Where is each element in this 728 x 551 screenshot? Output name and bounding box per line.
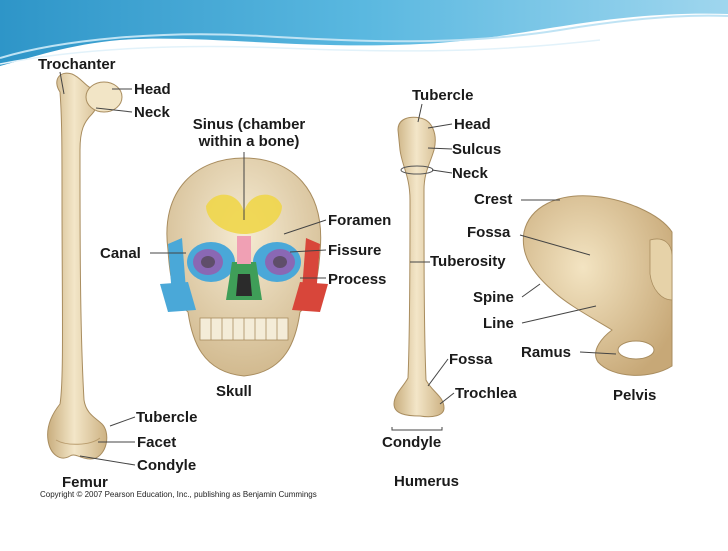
label-humerus-sulcus: Sulcus <box>452 141 502 158</box>
label-femur-condyle: Condyle <box>137 457 197 474</box>
label-skull-canal: Canal <box>100 245 141 262</box>
label-humerus-fossa: Fossa <box>449 351 493 368</box>
femur-bone <box>47 72 123 460</box>
label-humerus-tuberosity: Tuberosity <box>430 253 506 270</box>
caption-femur: Femur <box>62 474 108 491</box>
caption-pelvis: Pelvis <box>613 387 657 404</box>
label-femur-trochanter: Trochanter <box>38 56 116 73</box>
label-skull-sinus-line2: within a bone) <box>198 133 300 150</box>
label-pelvis-line: Line <box>483 315 514 332</box>
caption-skull: Skull <box>216 383 252 400</box>
label-skull-foramen: Foramen <box>328 212 392 229</box>
label-femur-facet: Facet <box>137 434 177 451</box>
label-humerus-head: Head <box>454 116 491 133</box>
label-femur-tubercle: Tubercle <box>136 409 198 426</box>
label-skull-fissure: Fissure <box>328 242 382 259</box>
leader-lines <box>59 71 617 466</box>
copyright-notice: Copyright © 2007 Pearson Education, Inc.… <box>40 490 317 499</box>
label-humerus-neck: Neck <box>452 165 488 182</box>
label-femur-head: Head <box>134 81 171 98</box>
label-pelvis-crest: Crest <box>474 191 513 208</box>
label-skull-process: Process <box>328 271 387 288</box>
caption-humerus: Humerus <box>394 473 460 490</box>
label-femur-neck: Neck <box>134 104 170 121</box>
skull-bone <box>160 157 328 377</box>
label-pelvis-ramus: Ramus <box>521 344 572 361</box>
label-humerus-condyle: Condyle <box>382 434 442 451</box>
label-humerus-trochlea: Trochlea <box>455 385 517 402</box>
label-humerus-tubercle: Tubercle <box>412 87 474 104</box>
label-pelvis-spine: Spine <box>473 289 514 306</box>
header-wave <box>0 0 728 66</box>
label-skull-sinus-line1: Sinus (chamber <box>192 116 306 133</box>
label-pelvis-fossa: Fossa <box>467 224 511 241</box>
pelvis-bone <box>522 195 673 376</box>
